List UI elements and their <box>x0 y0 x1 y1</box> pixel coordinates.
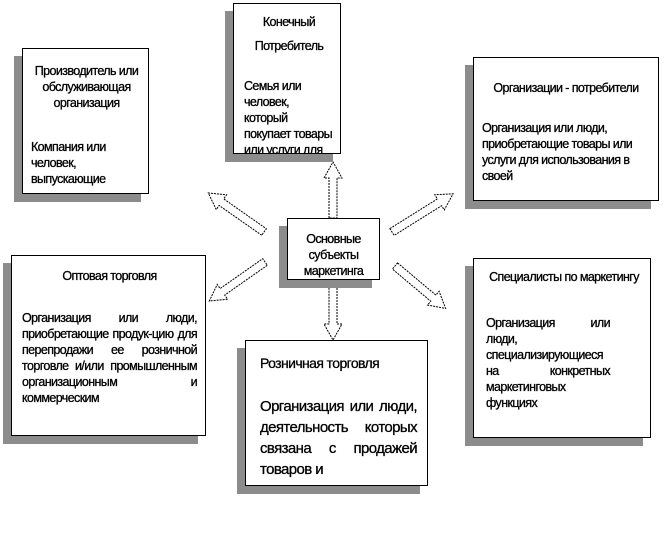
wholesale-desc: Организация или люди, приобретающие прод… <box>22 311 198 405</box>
arrow-up-left-icon <box>207 192 267 236</box>
arrow-down-left-icon <box>208 258 268 302</box>
org-consumers-desc: Организация или люди, приобретающие това… <box>482 121 633 183</box>
arrow-down-right-icon <box>391 262 447 310</box>
specialists-title: Специалисты по маркетингу <box>489 270 640 284</box>
specialists-box: Специалисты по маркетингу Организация ил… <box>473 258 651 438</box>
consumer-title-1: Конечный <box>262 15 316 29</box>
consumer-box: Конечный Потребитель Семья или человек, … <box>233 3 341 154</box>
arrow-up-icon <box>323 160 343 219</box>
retail-title: Розничная торговля <box>260 355 380 371</box>
consumer-title-2: Потребитель <box>254 39 325 53</box>
org-consumers-title: Организации - потребители <box>493 81 639 95</box>
producer-desc: Компания или человек, выпускающие <box>31 140 107 186</box>
center-title: Основные субъекты маркетинга <box>303 232 364 278</box>
specialists-desc: Организация или люди, специализирующиеся… <box>486 316 611 410</box>
producer-box: Производитель или обслуживающая организа… <box>22 48 149 194</box>
wholesale-box: Оптовая торговля Организация или люди, п… <box>11 255 206 436</box>
center-box: Основные субъекты маркетинга <box>287 218 380 280</box>
retail-box: Розничная торговля Организация или люди,… <box>245 340 428 486</box>
org-consumers-box: Организации - потребители Организация ил… <box>473 57 659 201</box>
wholesale-title: Оптовая торговля <box>62 269 157 283</box>
arrow-up-right-icon <box>389 193 454 237</box>
producer-title: Производитель или обслуживающая организа… <box>34 64 139 110</box>
consumer-desc: Семья или человек, который покупает това… <box>244 79 333 154</box>
arrow-down-icon <box>323 281 343 342</box>
retail-desc: Организация или люди, деятельность котор… <box>260 398 418 478</box>
